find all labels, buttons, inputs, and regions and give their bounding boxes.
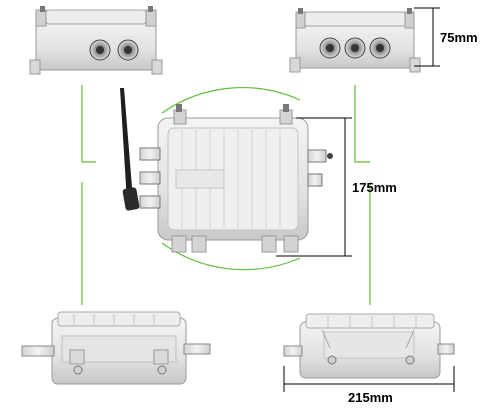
enclosure-front-view — [139, 104, 333, 253]
dimension-width-label: 175mm — [352, 180, 397, 195]
dimension-height — [414, 7, 440, 67]
enclosure-top-left-view — [29, 6, 163, 75]
enclosure-side-view-left — [21, 311, 211, 385]
connector-icon — [139, 195, 161, 209]
connector-icon — [139, 171, 161, 185]
connector-icon — [307, 149, 327, 163]
connector-icon — [139, 147, 161, 161]
enclosure-top-right-view — [289, 8, 421, 73]
dimension-depth — [283, 366, 455, 392]
antenna — [120, 88, 140, 211]
dimension-width — [276, 117, 352, 257]
enclosure-side-view-right — [283, 313, 455, 379]
connector-icon — [307, 173, 323, 187]
dimension-height-label: 75mm — [440, 30, 478, 45]
guide-lines — [81, 85, 371, 305]
dimension-depth-label: 215mm — [348, 390, 393, 405]
